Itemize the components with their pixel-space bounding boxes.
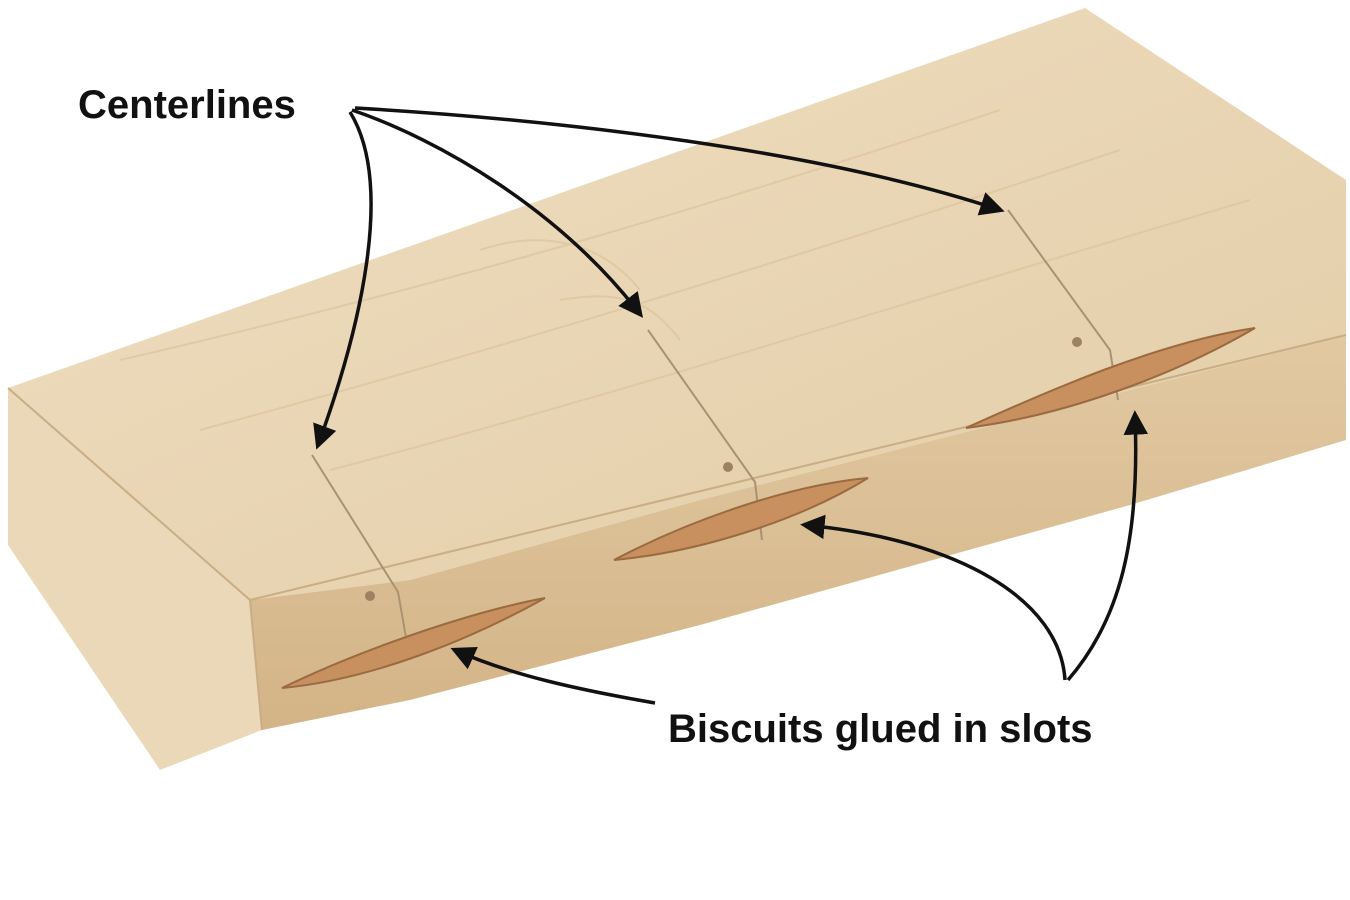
- marks: [365, 337, 1082, 601]
- wood-board: [7, 8, 1347, 770]
- board-top-face: [8, 8, 1346, 600]
- biscuit-1: [281, 597, 546, 689]
- arrow-to-biscuit-2: [800, 514, 1067, 681]
- arrow-to-biscuit-1: [450, 646, 656, 705]
- arrow-to-centerline-3: [354, 106, 1005, 216]
- biscuit-2: [613, 477, 869, 561]
- board-front-face: [250, 335, 1346, 730]
- arrow-to-biscuit-3: [1066, 410, 1149, 682]
- centerline-arrows: [313, 106, 1005, 450]
- board-end-face: [8, 388, 262, 770]
- biscuit-3: [965, 327, 1256, 429]
- biscuits: [281, 327, 1256, 689]
- biscuit-arrows: [450, 410, 1149, 705]
- centerlines-label: Centerlines: [78, 83, 296, 127]
- arrow-to-centerline-1: [313, 111, 373, 450]
- biscuits-label: Biscuits glued in slots: [668, 707, 1093, 751]
- arrow-to-centerline-2: [351, 108, 643, 318]
